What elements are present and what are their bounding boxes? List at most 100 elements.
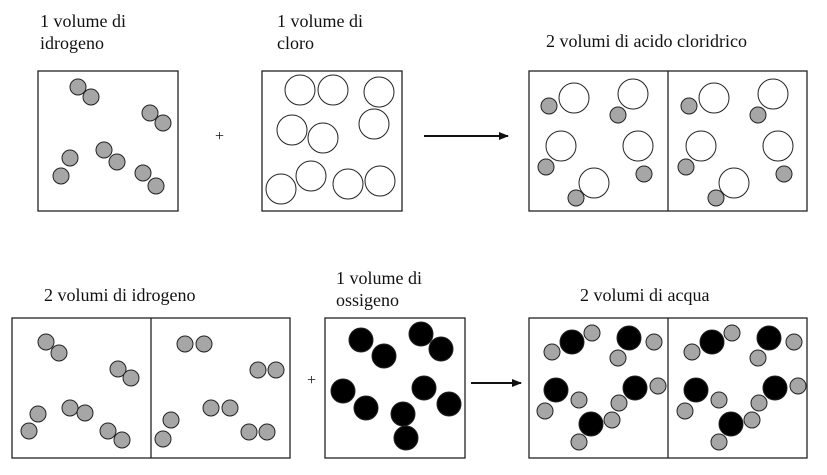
hydrogen-atom: [69, 78, 87, 96]
hydrogen-atom: [154, 430, 172, 448]
hydrogen-atom: [710, 433, 728, 451]
hydrogen-atom: [61, 399, 79, 417]
hydrogen-atom: [52, 167, 70, 185]
hydrogen-atom: [676, 402, 694, 420]
hydrogen-atom: [50, 344, 68, 362]
oxygen-atom: [718, 411, 744, 437]
hydrogen-atom: [775, 165, 793, 183]
hydrogen-atom: [683, 343, 701, 361]
chlorine-atom: [295, 160, 327, 192]
chlorine-atom: [364, 165, 396, 197]
hydrogen-atom: [37, 333, 55, 351]
hydrogen-atom: [609, 349, 627, 367]
hydrogen-atom: [710, 391, 728, 409]
oxygen-atom: [393, 425, 419, 451]
chlorine-atom: [718, 167, 750, 199]
chlorine-atom: [685, 130, 717, 162]
chlorine-atom: [358, 108, 390, 140]
oxygen-atom: [559, 329, 585, 355]
chlorine-atom: [317, 74, 349, 106]
chlorine-atom: [363, 76, 395, 108]
hydrogen-atom: [536, 402, 554, 420]
oxygen-atom: [578, 411, 604, 437]
oxygen-atom: [762, 375, 788, 401]
hydrogen-atom: [76, 404, 94, 422]
chlorine-atom: [757, 78, 789, 110]
oxygen-atom: [330, 378, 356, 404]
hydrogen-atom: [29, 405, 47, 423]
chlorine-atom: [617, 78, 649, 110]
hydrogen-atom: [176, 335, 194, 353]
hydrogen-atom: [202, 399, 220, 417]
hydrogen-atom: [258, 423, 276, 441]
hydrogen-atom: [707, 189, 725, 207]
hydrogen-atom: [134, 164, 152, 182]
hydrogen-atom: [240, 423, 258, 441]
hydrogen-atom: [113, 431, 131, 449]
hydrogen-atom: [141, 104, 159, 122]
plus-sign-row2: +: [307, 372, 317, 389]
label-hydrogen-1-volume: 1 volume di idrogeno: [40, 11, 126, 53]
label-oxygen-1-volume: 1 volume di ossigeno: [336, 268, 422, 310]
hydrogen-atom: [109, 360, 127, 378]
chlorine-atom: [762, 130, 794, 162]
hydrogen-atom: [609, 106, 627, 124]
label-hydrogen-2-volumes: 2 volumi di idrogeno: [44, 285, 196, 305]
chlorine-atom: [307, 122, 339, 154]
hydrogen-atom: [95, 141, 113, 159]
oxygen-atom: [353, 395, 379, 421]
chlorine-volume-box: [261, 70, 403, 212]
chlorine-atom: [558, 82, 590, 114]
oxygen-atom: [756, 325, 782, 351]
oxygen-atom: [699, 329, 725, 355]
hydrogen-atom: [723, 324, 741, 342]
chlorine-atom: [284, 74, 316, 106]
label-chlorine-1-volume: 1 volume di cloro: [277, 11, 363, 53]
hydrogen-atom: [603, 411, 621, 429]
particles-layer: [20, 74, 807, 451]
hydrogen-atom: [540, 97, 558, 115]
chlorine-atom: [622, 130, 654, 162]
hydrogen-atom: [610, 394, 628, 412]
hydrogen-atom: [154, 114, 172, 132]
oxygen-volume-box: [324, 317, 466, 459]
hydrogen-atom: [645, 333, 663, 351]
oxygen-atom: [622, 375, 648, 401]
hydrogen-atom: [789, 377, 807, 395]
hydrogen-atom: [749, 349, 767, 367]
chlorine-atom: [578, 167, 610, 199]
oxygen-atom: [371, 343, 397, 369]
oxygen-atom: [348, 327, 374, 353]
hydrogen-atom: [122, 369, 140, 387]
hydrogen-atom: [677, 158, 695, 176]
hydrogen-atom: [61, 149, 79, 167]
hydrogen-atom: [221, 399, 239, 417]
hydrogen-atom: [785, 333, 803, 351]
oxygen-atom: [683, 377, 709, 403]
chlorine-atom: [276, 114, 308, 146]
hydrogen-atom: [583, 324, 601, 342]
hydrogen-atom: [635, 165, 653, 183]
hydrogen-atom: [680, 97, 698, 115]
oxygen-atom: [428, 336, 454, 362]
hydrogen-atom: [543, 343, 561, 361]
hydrogen-atom: [749, 106, 767, 124]
oxygen-atom: [411, 375, 437, 401]
hydrogen-atom: [147, 177, 165, 195]
hydrogen-atom: [108, 153, 126, 171]
oxygen-atom: [543, 377, 569, 403]
hydrogen-atom: [162, 411, 180, 429]
hydrogen-atom: [20, 422, 38, 440]
hydrogen-atom: [195, 335, 213, 353]
hydrogen-atom: [570, 391, 588, 409]
hydrogen-volume-box: [37, 70, 179, 212]
hydrogen-atom: [743, 411, 761, 429]
hydrogen-atom: [750, 394, 768, 412]
hydrogen-atom: [537, 158, 555, 176]
chlorine-atom: [332, 168, 364, 200]
oxygen-atom: [616, 325, 642, 351]
hydrogen-atom: [267, 361, 285, 379]
hydrogen-atom: [567, 189, 585, 207]
oxygen-atom: [390, 401, 416, 427]
chlorine-atom: [545, 130, 577, 162]
